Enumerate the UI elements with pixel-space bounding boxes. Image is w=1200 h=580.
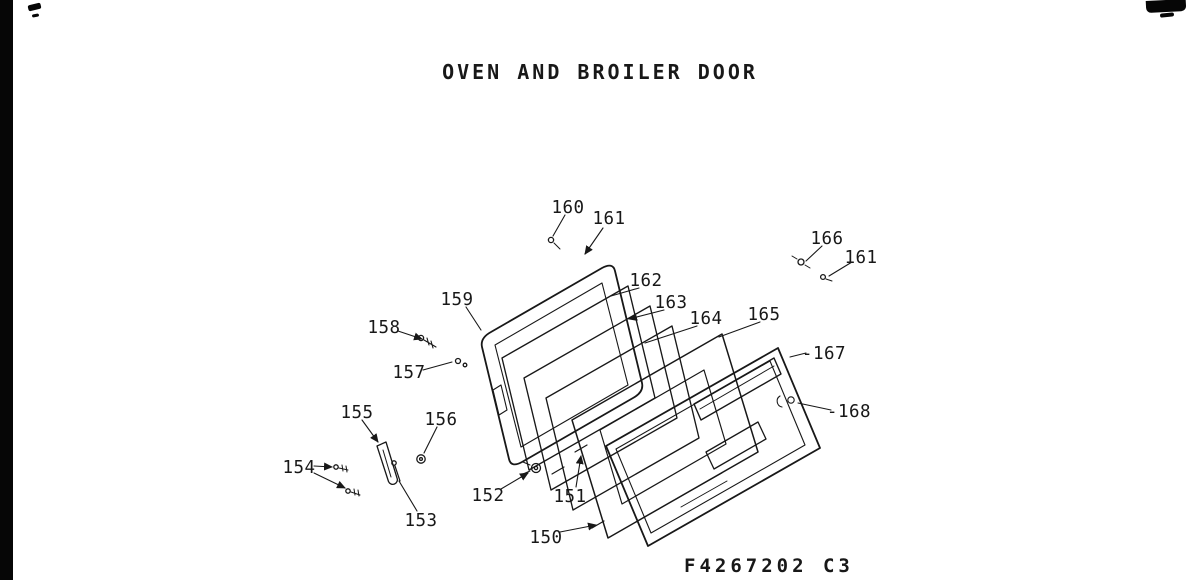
leader-line-168 — [797, 402, 832, 411]
washer-outer — [416, 454, 426, 464]
part-label-153: 153 — [404, 511, 437, 531]
screw-shank — [553, 242, 561, 250]
door-exploded-view — [313, 214, 853, 547]
roller-outer — [530, 462, 542, 474]
roller-152 — [522, 461, 542, 475]
part-label-160: 160 — [551, 198, 584, 218]
part-label-168: -168 — [827, 402, 871, 422]
leader-line-165 — [718, 321, 761, 338]
screw-160 — [547, 236, 561, 250]
inner-door-panel — [480, 264, 644, 466]
leader-line-163 — [628, 309, 665, 321]
leader-line-150 — [559, 522, 597, 533]
screw-head — [547, 236, 555, 244]
leader-line-156 — [423, 426, 438, 454]
outer-door-panel — [605, 347, 821, 547]
door-glass-frame-layer — [545, 325, 700, 511]
screw-threads — [350, 488, 361, 497]
screw-head — [333, 464, 339, 470]
screw-shank — [791, 255, 811, 269]
screw-158 — [417, 334, 437, 349]
door-handle — [693, 357, 795, 421]
leader-line-159 — [465, 306, 482, 331]
stud-157 — [454, 357, 468, 368]
panel-outline — [480, 264, 644, 466]
screw-head — [345, 488, 351, 494]
handle-highlight — [699, 365, 775, 410]
vent-lines — [675, 472, 728, 508]
part-label-151: 151 — [553, 487, 586, 507]
leader-line-164 — [644, 325, 698, 344]
leader-line-152 — [500, 472, 529, 490]
part-label-165: 165 — [747, 305, 780, 325]
part-label-161: 161 — [844, 248, 877, 268]
part-label-167: -167 — [802, 344, 846, 364]
leader-line-153 — [398, 480, 418, 512]
handle-end-stud — [787, 396, 795, 404]
door-glass-layer — [523, 305, 678, 491]
panel-inner-edge — [494, 282, 629, 448]
leader-line-154 — [313, 462, 333, 471]
screw-threads — [338, 464, 349, 473]
screw-161 — [819, 273, 833, 282]
screw-head — [819, 273, 827, 281]
part-label-161: 161 — [592, 209, 625, 229]
leader-line-161 — [584, 227, 604, 255]
hardware — [333, 236, 833, 497]
screw-shank — [825, 278, 833, 282]
leader-lines — [313, 214, 853, 533]
leader-line-161 — [828, 261, 853, 277]
page-title: OVEN AND BROILER DOOR — [442, 60, 758, 84]
screw-166 — [791, 255, 811, 269]
leader-line-151 — [575, 455, 584, 488]
roller-hole — [533, 465, 539, 471]
drawing-number: F4267202 C3 — [684, 555, 854, 577]
leader-line-158 — [397, 330, 423, 341]
part-label-159: 159 — [440, 290, 473, 310]
part-label-155: 155 — [340, 403, 373, 423]
pin-shank — [394, 465, 401, 482]
frame-outline — [571, 333, 759, 539]
pin-head — [391, 460, 397, 466]
window-frame-panel — [571, 333, 759, 539]
part-label-150: 150 — [529, 528, 562, 548]
ferrule — [462, 362, 468, 368]
leader-line-167 — [789, 352, 807, 358]
screw-154a — [333, 464, 349, 473]
hinge-pin-153 — [391, 460, 401, 482]
hinge-arm-line — [382, 449, 392, 478]
handle-end-bracket — [776, 395, 783, 408]
part-label-156: 156 — [424, 410, 457, 430]
leader-line-157 — [422, 361, 453, 371]
screw-154b — [345, 488, 361, 497]
screw-head — [797, 258, 805, 266]
part-label-162: 162 — [629, 271, 662, 291]
hinge-arm-outline — [376, 441, 398, 485]
handle-bar — [693, 357, 782, 421]
washer-hole — [418, 456, 424, 462]
scan-artifact-left-bar — [0, 0, 13, 580]
frame-cutout — [599, 369, 727, 505]
part-label-158: 158 — [367, 318, 400, 338]
part-label-164: 164 — [689, 309, 722, 329]
leader-line-154 — [313, 472, 346, 489]
leader-line-162 — [610, 287, 640, 297]
part-label-154: 154 — [282, 458, 315, 478]
hinge-arm-155 — [376, 441, 398, 485]
part-label-152: 152 — [471, 486, 504, 506]
washer-156 — [416, 454, 426, 464]
part-label-157: 157 — [392, 363, 425, 383]
door-window — [705, 421, 767, 470]
outer-panel-outline — [605, 347, 821, 547]
part-label-166: 166 — [810, 229, 843, 249]
leader-line-155 — [361, 419, 379, 443]
screw-threads — [423, 337, 437, 349]
part-label-163: 163 — [654, 293, 687, 313]
leader-line-160 — [552, 214, 566, 237]
stud — [454, 357, 462, 365]
leader-line-166 — [805, 245, 823, 262]
panel-slot — [492, 384, 508, 416]
